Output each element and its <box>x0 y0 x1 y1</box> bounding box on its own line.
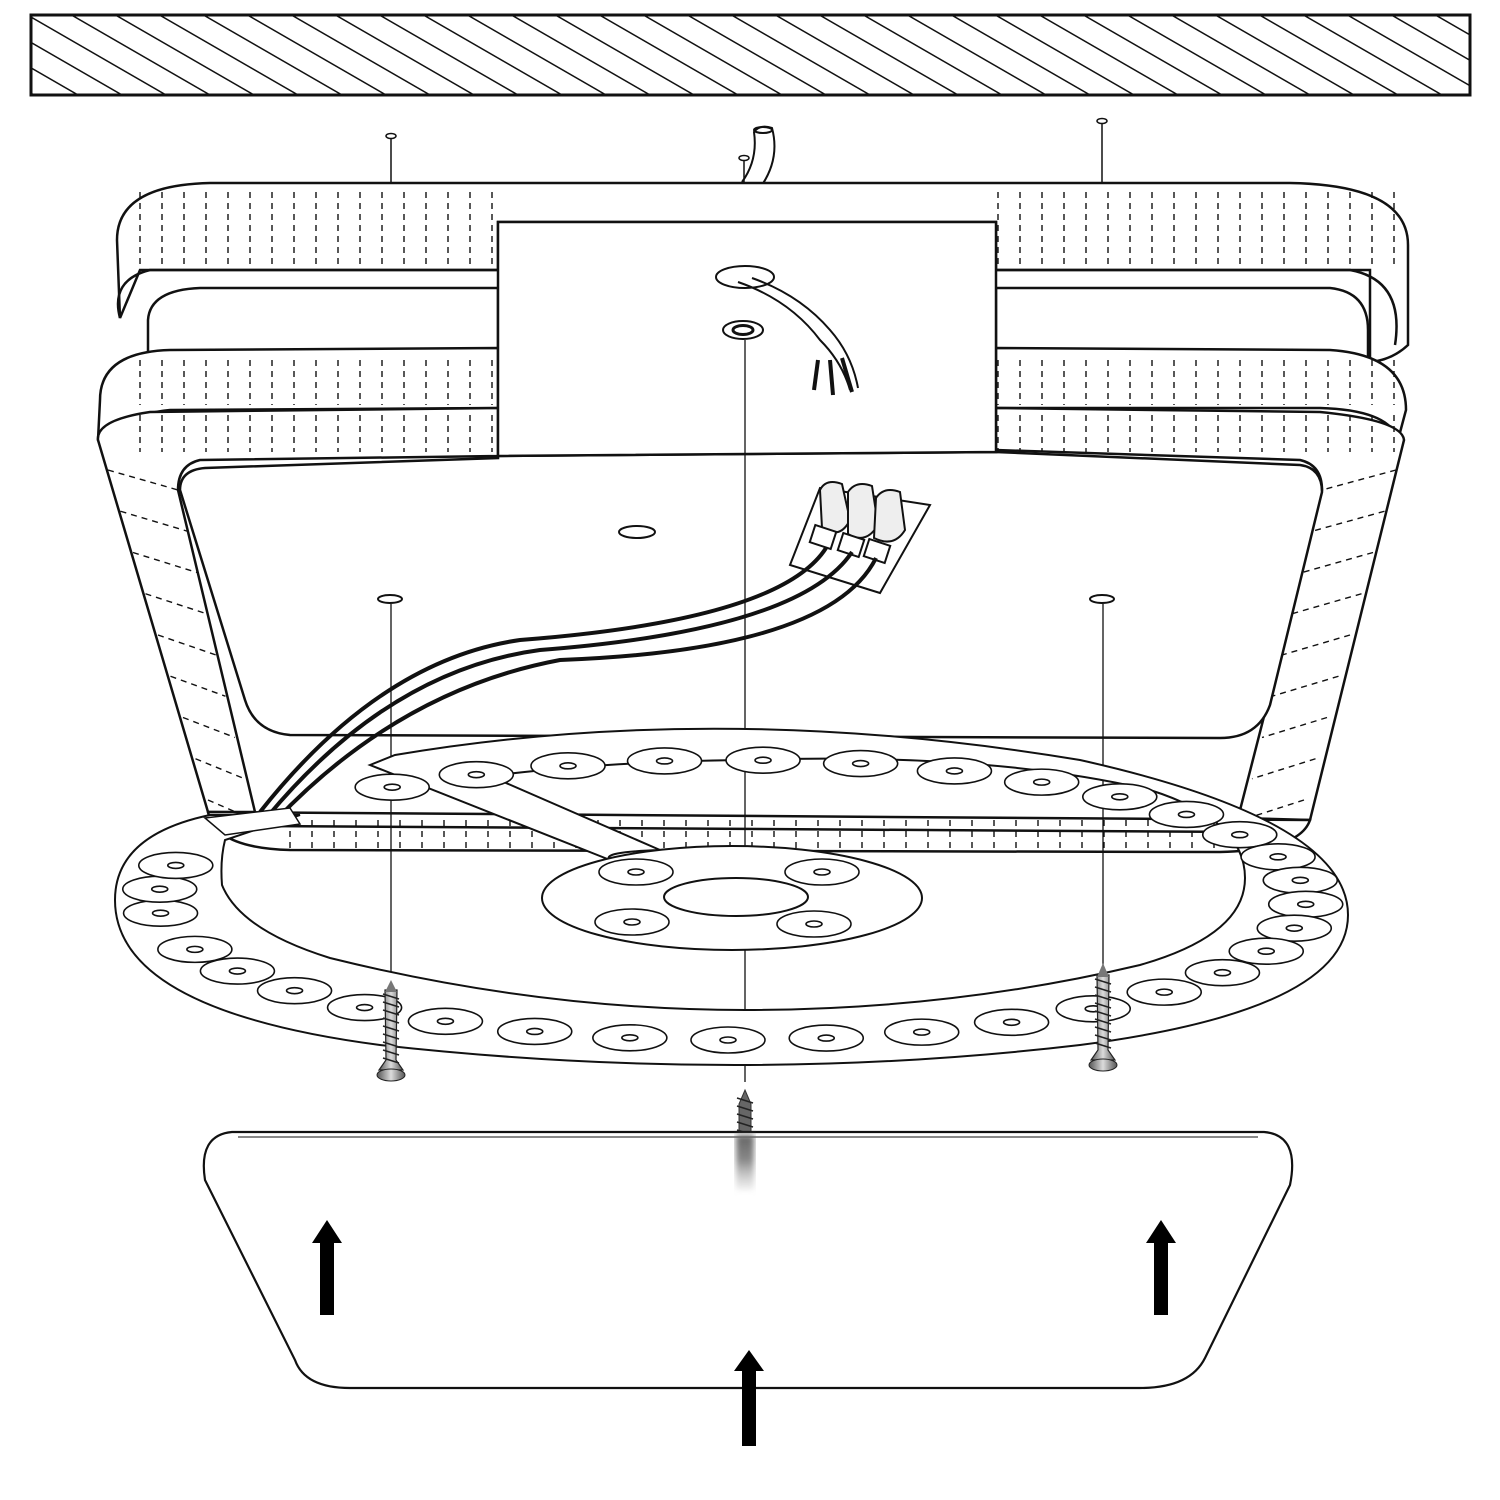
arrow-up-icon-center <box>734 1350 764 1446</box>
push-up-arrows <box>312 1220 1176 1446</box>
base-cable <box>737 277 859 396</box>
board-connector <box>203 807 302 836</box>
diffuser-cover <box>202 1130 1294 1390</box>
base-hole-right <box>1089 594 1115 604</box>
center-hole <box>663 877 809 917</box>
screw-center-over-cover <box>736 1135 754 1190</box>
base-mount-holes <box>377 265 1115 604</box>
ceiling-hole-center <box>738 154 750 162</box>
ceiling-hole-left <box>385 132 397 140</box>
cable-entry-hole <box>715 265 775 289</box>
ceiling-hole-right <box>1096 117 1108 125</box>
base-hole-mid <box>618 525 656 539</box>
frame-texture <box>107 192 1397 848</box>
arrow-up-icon-left <box>312 1220 342 1315</box>
cable-icon <box>741 125 776 186</box>
led-wires <box>258 546 878 822</box>
terminal-block <box>788 481 932 595</box>
ceiling-plate <box>29 13 1472 97</box>
led-array <box>121 746 1344 1054</box>
base-hole-left <box>377 594 403 604</box>
screw-right <box>1088 963 1118 1072</box>
lamp-base-frame <box>96 181 1410 854</box>
arrow-up-icon-right <box>1146 1220 1176 1315</box>
screw-left <box>376 980 406 1082</box>
ceiling-screw-holes <box>385 117 1108 188</box>
